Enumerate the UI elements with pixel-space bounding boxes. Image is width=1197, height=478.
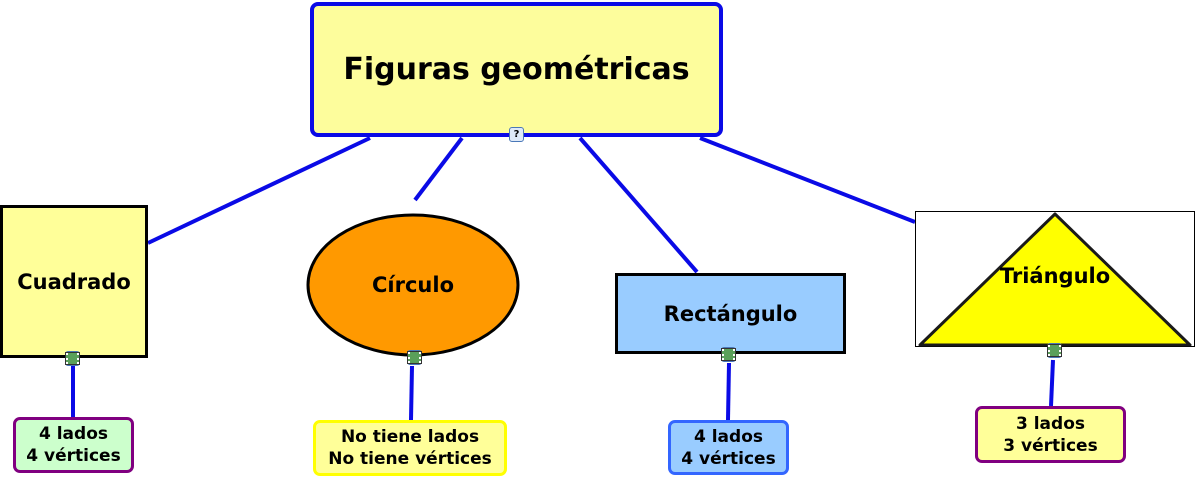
link-rectangulo-leaf bbox=[726, 362, 731, 421]
concept-cuadrado[interactable]: Cuadrado bbox=[0, 205, 148, 358]
leaf-line: No tiene lados bbox=[340, 427, 480, 447]
leaf-line: 4 vértices bbox=[26, 446, 121, 466]
leaf-triangulo[interactable]: 3 lados 3 vértices bbox=[975, 406, 1126, 463]
leaf-line: 3 vértices bbox=[1003, 435, 1098, 456]
concept-rectangulo[interactable]: Rectángulo bbox=[615, 273, 846, 354]
leaf-line: 4 vértices bbox=[681, 448, 776, 469]
link-root-cuadrado bbox=[147, 136, 371, 245]
link-root-triangulo bbox=[699, 136, 916, 224]
film-icon[interactable] bbox=[1047, 343, 1062, 358]
link-root-circulo bbox=[413, 136, 464, 202]
link-circulo-leaf bbox=[409, 365, 414, 421]
leaf-line: 4 lados bbox=[693, 426, 763, 447]
link-root-rectangulo bbox=[578, 136, 699, 274]
film-icon[interactable] bbox=[721, 347, 736, 362]
document-question-icon[interactable]: ? bbox=[509, 127, 524, 142]
concept-circulo[interactable]: Círculo bbox=[372, 273, 454, 297]
root-concept[interactable]: Figuras geométricas bbox=[310, 2, 723, 137]
leaf-cuadrado[interactable]: 4 lados 4 vértices bbox=[13, 417, 134, 473]
film-icon[interactable] bbox=[65, 351, 80, 366]
leaf-line: 3 lados bbox=[1015, 413, 1085, 434]
concept-triangulo[interactable]: Triángulo bbox=[999, 264, 1111, 288]
leaf-line: No tiene vértices bbox=[328, 449, 492, 469]
film-icon[interactable] bbox=[407, 350, 422, 365]
link-triangulo-leaf bbox=[1049, 359, 1055, 407]
leaf-rectangulo[interactable]: 4 lados 4 vértices bbox=[668, 420, 789, 475]
leaf-line: 4 lados bbox=[38, 424, 108, 444]
leaf-circulo[interactable]: No tiene lados No tiene vértices bbox=[313, 420, 507, 476]
